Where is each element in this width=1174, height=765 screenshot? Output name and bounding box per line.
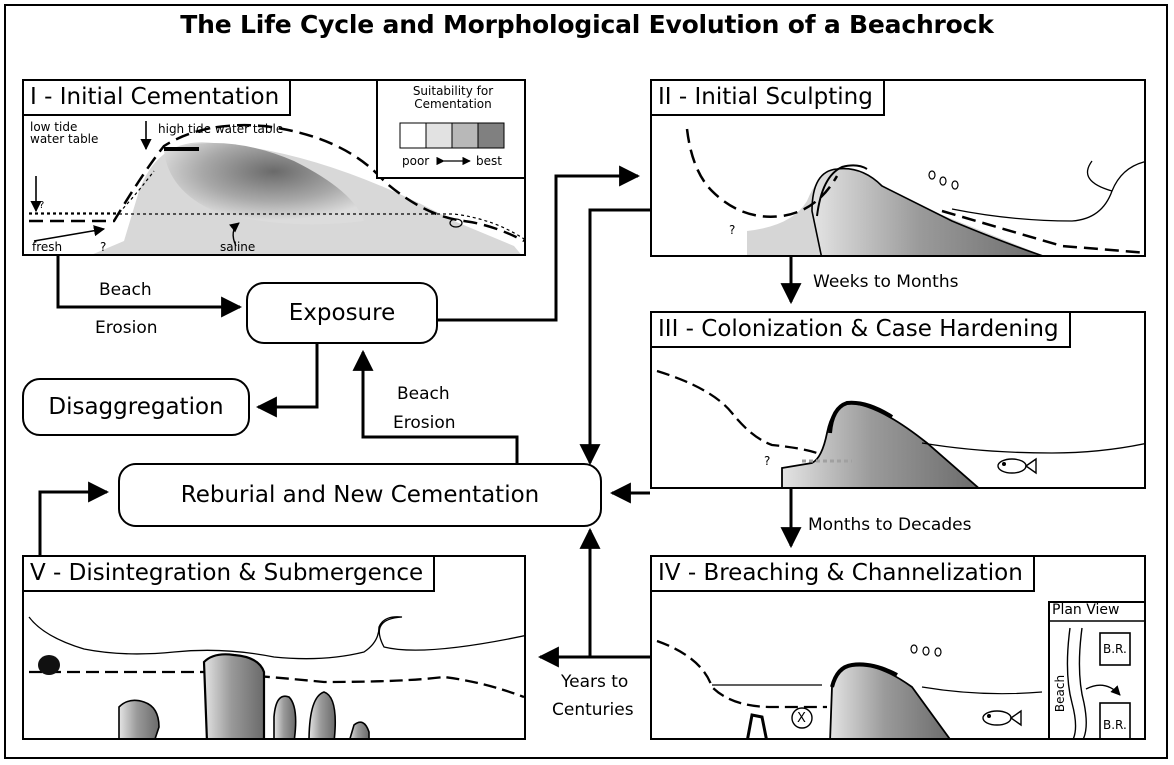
plan-view-br-lower: B.R. [1103, 718, 1127, 732]
panel-colonization-case-hardening: III - Colonization & Case Hardening ? [650, 311, 1146, 489]
panel-2-title: II - Initial Sculpting [652, 81, 885, 116]
legend-title-line1: Suitability for [412, 84, 494, 98]
saline-label: saline [220, 240, 256, 254]
diagram-title: The Life Cycle and Morphological Evoluti… [180, 10, 994, 39]
cementation-legend: Suitability for Cementation poor best [376, 81, 524, 179]
beach-erosion-label-erosion: Erosion [95, 318, 158, 338]
panel-initial-cementation: I - Initial Cementation low tide water t… [22, 79, 526, 256]
panel-disintegration-submergence: V - Disintegration & Submergence [22, 555, 526, 740]
question-mark-small: ? [39, 200, 45, 211]
weeks-to-months-label: Weeks to Months [813, 272, 959, 292]
panel-1-title: I - Initial Cementation [24, 81, 292, 116]
plan-view-title: Plan View [1052, 602, 1120, 618]
panel-5-illustration [28, 616, 524, 738]
beach-erosion-label-beach: Beach [99, 280, 152, 300]
beach-erosion-2-label-erosion: Erosion [393, 413, 456, 433]
years-to-centuries-line2: Centuries [552, 700, 634, 720]
legend-swatches [399, 122, 505, 166]
years-to-centuries-line1: Years to [561, 672, 629, 692]
panel-2-question-mark: ? [729, 223, 736, 237]
panel-5-title: V - Disintegration & Submergence [24, 557, 436, 592]
fresh-label: fresh [32, 240, 63, 254]
plan-view-br-upper: B.R. [1103, 642, 1127, 656]
panel-2-illustration [685, 128, 1144, 255]
months-to-decades-label: Months to Decades [808, 515, 972, 535]
disaggregation-node: Disaggregation [22, 378, 250, 436]
reburial-node: Reburial and New Cementation [118, 463, 602, 527]
panel-4-illustration [656, 639, 1043, 738]
exposure-node: Exposure [246, 282, 438, 344]
low-tide-label-line2: water table [30, 132, 99, 146]
legend-best: best [476, 154, 502, 168]
diagram-frame [4, 4, 1168, 759]
plan-view-drawing [1050, 620, 1144, 738]
panel-3-illustration [656, 369, 1144, 487]
panel-1-illustration [29, 121, 524, 254]
panel-3-title: III - Colonization & Case Hardening [652, 313, 1071, 348]
panel-3-question-mark: ? [764, 454, 771, 468]
low-tide-label-line1: low tide [30, 120, 78, 134]
panel-initial-sculpting: II - Initial Sculpting ? [650, 79, 1146, 257]
high-tide-label: high tide water table [158, 122, 284, 136]
x-mark-label: X [797, 711, 806, 726]
question-mark-fresh-saline: ? [100, 240, 107, 254]
panel-4-title: IV - Breaching & Channelization [652, 557, 1035, 592]
legend-title-line2: Cementation [414, 97, 492, 111]
panel-breaching-channelization: IV - Breaching & Channelization X Plan V… [650, 555, 1146, 740]
legend-poor: poor [402, 154, 430, 168]
beach-erosion-2-label-beach: Beach [397, 384, 450, 404]
plan-view-inset: Plan View Beach B.R. B.R. [1048, 601, 1144, 738]
